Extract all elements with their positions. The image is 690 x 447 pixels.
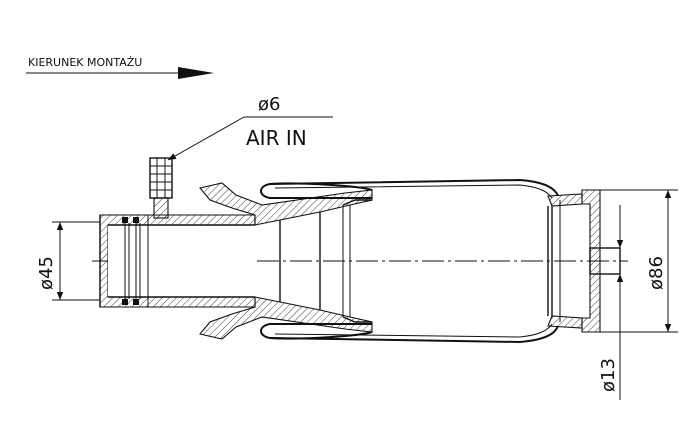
dimension-right-body-label: ø86 [646,256,667,290]
dimension-right-port: ø13 [598,205,624,400]
dimension-left-bore: ø45 [36,221,100,301]
dimension-right-body: ø86 [600,189,678,333]
mounting-direction-arrow [26,67,214,79]
air-inlet-label: AIR IN [246,126,307,150]
o-ring-seals [122,215,149,307]
dimension-right-port-label: ø13 [598,358,619,392]
air-inlet-fitting [149,157,173,219]
dimension-left-bore-label: ø45 [36,256,57,290]
air-inlet-diameter-label: ø6 [258,94,280,115]
piston-tube [99,214,256,308]
mounting-direction-label: KIERUNEK MONTAŻU [28,56,142,69]
air-inlet-leader [167,116,245,161]
top-end-plate [547,189,621,333]
piston-body [199,182,373,340]
